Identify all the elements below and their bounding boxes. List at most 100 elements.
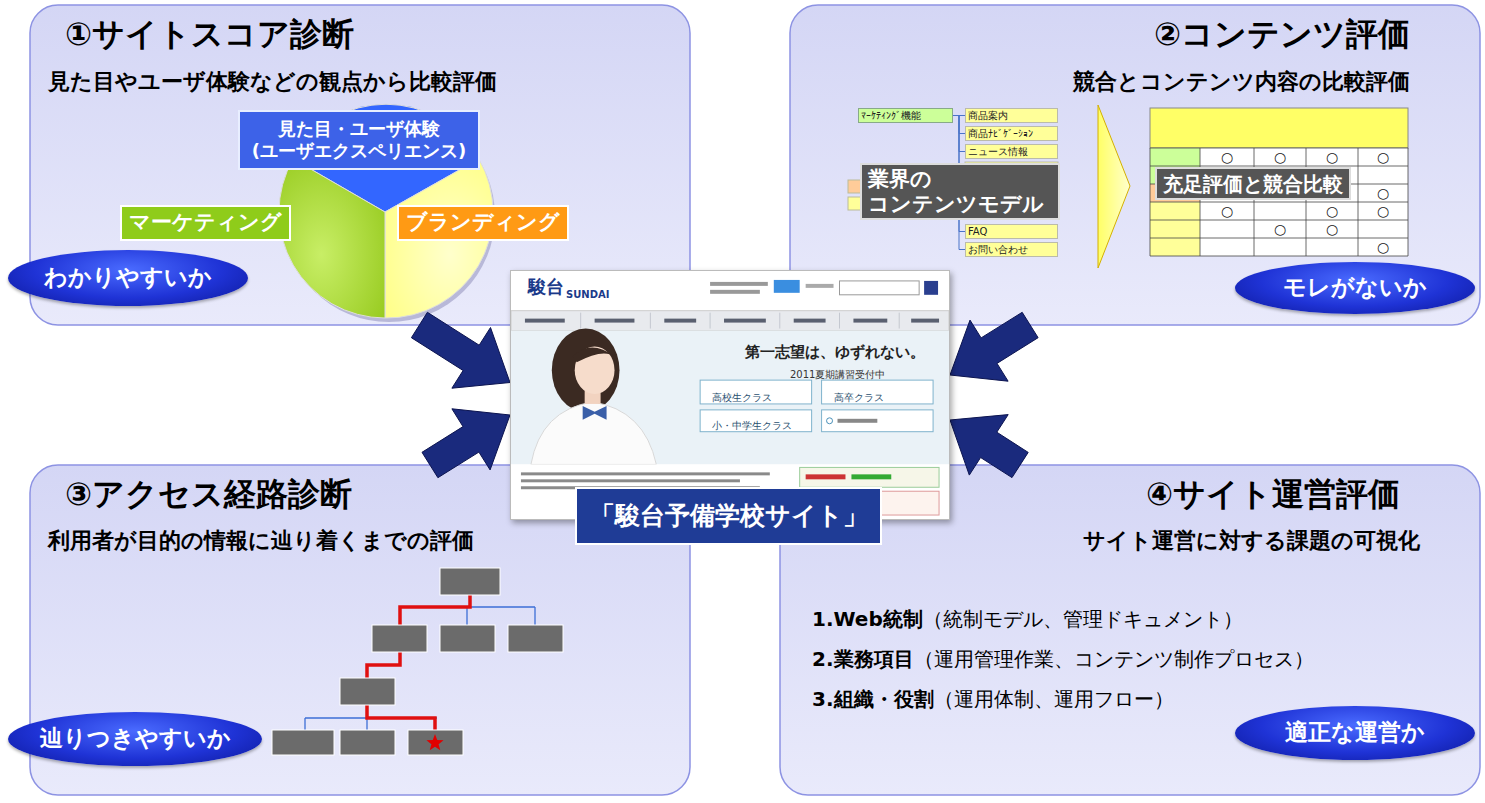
flow-arrow	[950, 312, 1038, 381]
text-row: 2.業務項目（運用管理作業、コンテンツ制作プロセス）	[812, 647, 1314, 672]
table-mark: ○	[1377, 149, 1389, 165]
node-text: お問い合わせ	[968, 244, 1028, 256]
text-row: 1.Web統制（統制モデル、管理ドキュメント）	[812, 607, 1243, 632]
panel-title: ③アクセス経路診断	[65, 475, 352, 513]
logo-text: SUNDAI	[566, 289, 609, 300]
text-slot: 小・中学生クラス	[712, 414, 792, 433]
text-slot: ○	[1218, 202, 1236, 220]
tree-item: 商品案内	[965, 108, 1058, 123]
text-row: ②コンテンツ評価	[1154, 14, 1410, 54]
text-row: 見た目やユーザ体験などの観点から比較評価	[48, 68, 497, 96]
table-mark: ○	[1326, 203, 1338, 219]
panel-text: 1.Web統制	[812, 607, 923, 631]
text-slot: 高校生クラス	[712, 386, 772, 405]
panel-title: ②コンテンツ評価	[1154, 15, 1410, 53]
question-pill: わかりやすいか	[8, 250, 248, 306]
text-row: ①サイトスコア診断	[65, 14, 354, 54]
text-slot: ○	[1271, 148, 1289, 166]
text-slot: ○	[1374, 202, 1392, 220]
table-mark: ○	[1377, 239, 1389, 255]
headline-text: 第一志望は、ゆずれない。	[745, 343, 925, 361]
text-slot: ○	[1323, 220, 1341, 238]
table-mark: ○	[1221, 203, 1233, 219]
text-slot: ○	[1323, 148, 1341, 166]
text-slot: ○	[1374, 148, 1392, 166]
table-mark: ○	[1377, 203, 1389, 219]
question-pill: モレがないか	[1235, 262, 1475, 314]
node-text: モレがないか	[1283, 274, 1427, 302]
button-text: 高卒クラス	[834, 392, 884, 403]
node-text: 辿りつきやすいか	[40, 725, 231, 753]
tree-item: ﾏｰｹﾃｨﾝｸﾞ機能	[858, 108, 953, 123]
flow-arrow	[422, 409, 510, 478]
button-text: 小・中学生クラス	[712, 420, 792, 431]
table-mark: ○	[1377, 185, 1389, 201]
table-mark: ○	[1221, 149, 1233, 165]
flow-arrow	[411, 312, 510, 388]
node-text: ニュース情報	[968, 146, 1028, 158]
table-mark: ○	[1326, 221, 1338, 237]
text-row: ④サイト運営評価	[1146, 474, 1400, 514]
node-text: 商品ﾅﾋﾞｹﾞｰｼｮﾝ	[968, 128, 1033, 140]
logo-text: 駿台	[528, 276, 564, 297]
text-row: ③アクセス経路診断	[65, 474, 352, 514]
node-text: 充足評価と競合比較	[1163, 172, 1343, 196]
text-row: 競合とコンテンツ内容の比較評価	[1073, 68, 1410, 96]
category-box: マーケティング	[120, 205, 291, 241]
text-slot: 駿台	[528, 276, 564, 298]
panel-text: 見た目やユーザ体験などの観点から比較評価	[48, 69, 497, 94]
panel-text: 2.業務項目	[812, 647, 914, 671]
category-box: 見た目・ユーザ体験 (ユーザエクスペリエンス)	[238, 110, 480, 170]
tree-item: FAQ	[965, 224, 1058, 239]
node-text: FAQ	[968, 226, 987, 238]
text-slot: ○	[1323, 202, 1341, 220]
text-slot: ○	[1271, 220, 1289, 238]
panel-title: ①サイトスコア診断	[65, 15, 354, 53]
text-slot: ○	[1218, 148, 1236, 166]
question-pill: 辿りつきやすいか	[8, 712, 262, 766]
category-box: ブランディング	[397, 205, 569, 241]
question-pill: 適正な運営か	[1235, 706, 1475, 760]
tree-item: 商品ﾅﾋﾞｹﾞｰｼｮﾝ	[965, 126, 1058, 141]
button-text: 高校生クラス	[712, 392, 772, 403]
tree-item: ニュース情報	[965, 144, 1058, 159]
panel-text: （運用管理作業、コンテンツ制作プロセス）	[914, 647, 1314, 671]
caption-box: 充足評価と競合比較	[1155, 167, 1351, 200]
panel-text: 3.組織・役割	[812, 687, 934, 711]
panel-title: ④サイト運営評価	[1146, 475, 1400, 513]
text-row: 3.組織・役割（運用体制、運用フロー）	[812, 687, 1174, 712]
screen-text: 2011夏期講習受付中	[790, 369, 885, 380]
text-slot: ○	[1374, 184, 1392, 202]
table-mark: ○	[1274, 221, 1286, 237]
node-text: ブランディング	[406, 210, 560, 235]
text-slot: 第一志望は、ゆずれない。	[745, 342, 925, 361]
text-slot: ○	[1374, 238, 1392, 256]
text-slot: 「駿台予備学校サイト」	[575, 487, 882, 545]
text-slot: SUNDAI	[566, 283, 609, 302]
node-text: 商品案内	[968, 110, 1008, 122]
panel-text: （運用体制、運用フロー）	[934, 687, 1174, 711]
node-text: 業界の コンテンツモデル	[868, 167, 1052, 215]
text-slot: 高卒クラス	[834, 386, 884, 405]
tree-item: お問い合わせ	[965, 242, 1058, 257]
table-mark: ○	[1274, 149, 1286, 165]
node-text: 適正な運営か	[1285, 719, 1425, 747]
node-text: 見た目・ユーザ体験 (ユーザエクスペリエンス)	[246, 118, 472, 163]
text-row: 利用者が目的の情報に辿り着くまでの評価	[48, 527, 474, 555]
flow-arrow	[950, 415, 1028, 478]
table-mark: ○	[1326, 149, 1338, 165]
site-label: 「駿台予備学校サイト」	[575, 487, 882, 545]
panel-text: サイト運営に対する課題の可視化	[1083, 528, 1420, 553]
panel-text: 競合とコンテンツ内容の比較評価	[1073, 69, 1410, 94]
panel-text: 利用者が目的の情報に辿り着くまでの評価	[48, 528, 474, 553]
node-text: マーケティング	[129, 210, 282, 235]
text-slot: 2011夏期講習受付中	[790, 363, 885, 382]
node-text: ﾏｰｹﾃｨﾝｸﾞ機能	[861, 110, 921, 122]
node-text: わかりやすいか	[44, 264, 212, 292]
caption-box: 業界の コンテンツモデル	[860, 163, 1060, 220]
panel-text: （統制モデル、管理ドキュメント）	[923, 607, 1243, 631]
panel: ④サイト運営評価サイト運営に対する課題の可視化 1.Web統制（統制モデル、管理ド…	[780, 465, 1480, 795]
panel: ③アクセス経路診断利用者が目的の情報に辿り着くまでの評価辿りつきやすいか	[30, 465, 690, 795]
text-row: サイト運営に対する課題の可視化	[1083, 527, 1420, 555]
